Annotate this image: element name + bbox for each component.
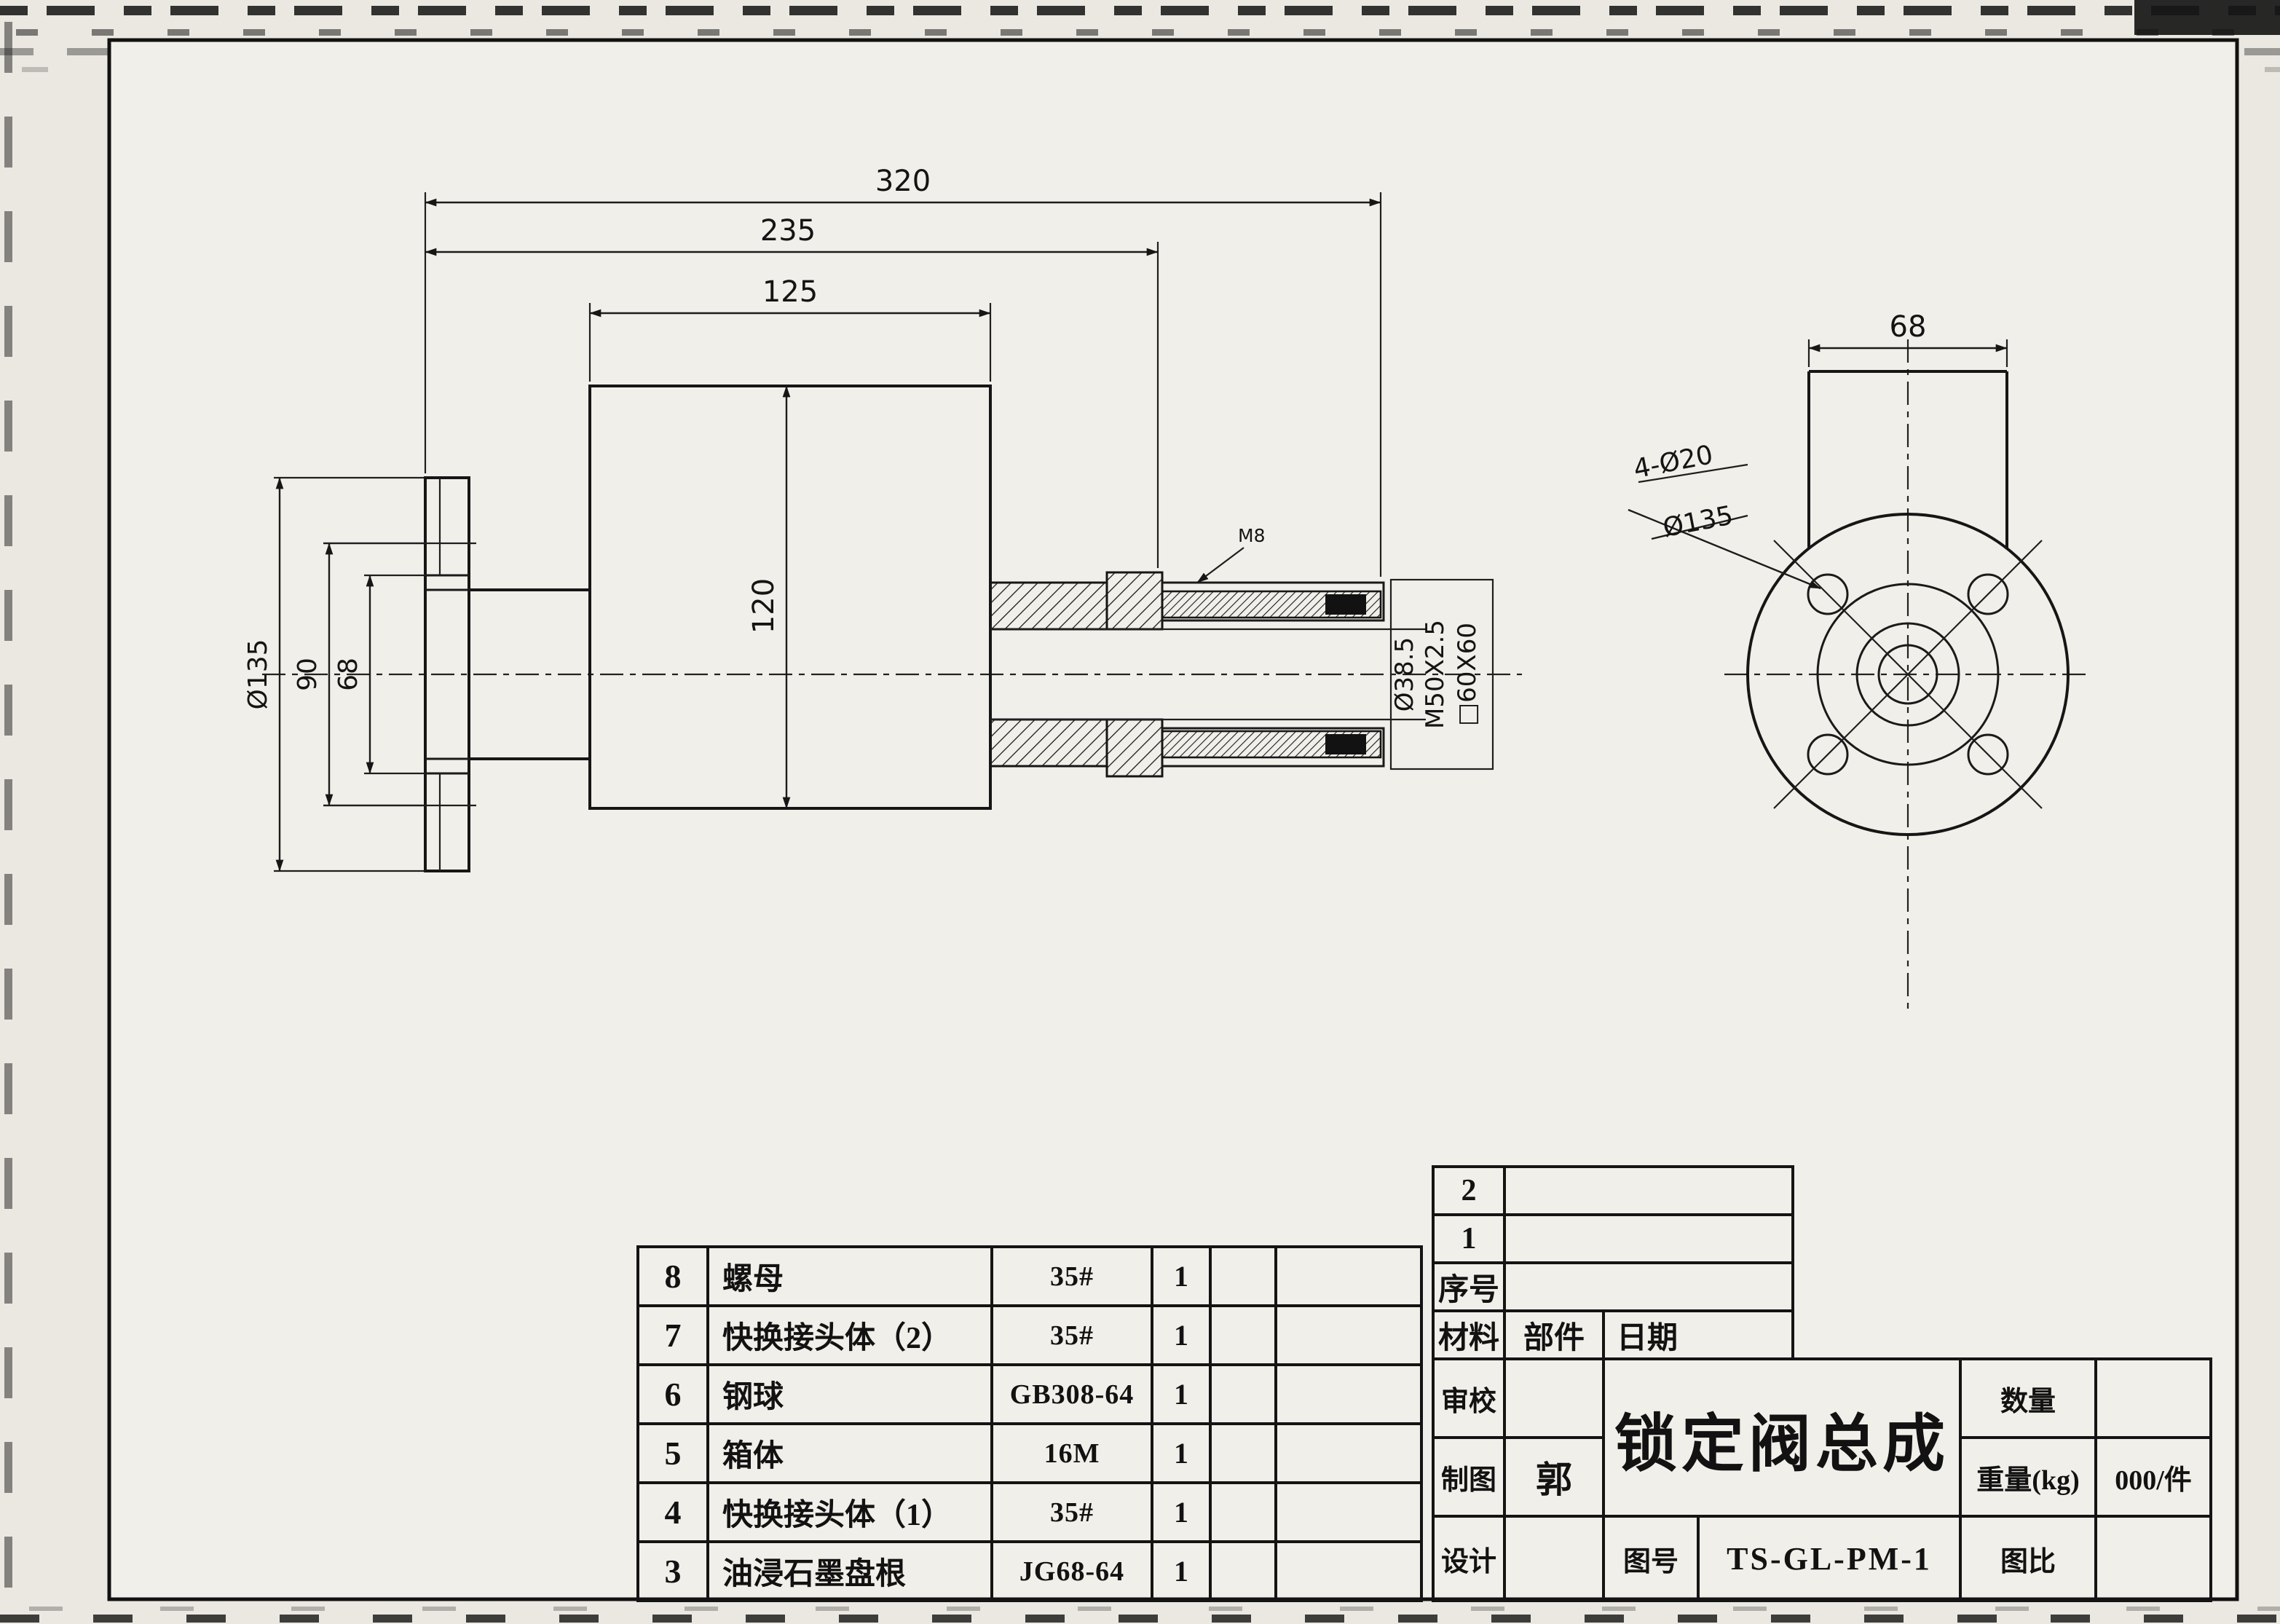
parts-row-4: 4 快换接头体（1） 35# 1 bbox=[636, 1481, 1423, 1543]
seq-row-2: 2 bbox=[1432, 1165, 1794, 1216]
dim-bolt-circle: 90 bbox=[293, 658, 323, 691]
dim-m8-label: M8 bbox=[1238, 525, 1265, 546]
side-flange bbox=[323, 476, 590, 872]
part-spec: GB308-64 bbox=[990, 1363, 1153, 1425]
design-value bbox=[1503, 1515, 1605, 1602]
dim-thread-spec: M50X2.5 bbox=[1421, 620, 1450, 729]
dim-bore-diameter: Ø38.5 bbox=[1390, 637, 1419, 712]
part-no: 4 bbox=[636, 1481, 709, 1543]
part-qty: 1 bbox=[1151, 1481, 1212, 1543]
body-height-dimension: 120 bbox=[747, 385, 791, 809]
draft-label: 制图 bbox=[1432, 1436, 1506, 1518]
part-empty-cell bbox=[1274, 1540, 1423, 1602]
dwg-no-label: 图号 bbox=[1602, 1515, 1700, 1602]
part-empty-cell bbox=[1209, 1422, 1277, 1484]
dim-mid-length: 235 bbox=[760, 214, 816, 248]
dim-end-width: 68 bbox=[1890, 310, 1927, 344]
scale-value bbox=[2094, 1515, 2213, 1602]
parts-row-6: 6 钢球 GB308-64 1 bbox=[636, 1363, 1423, 1425]
seq-label: 序号 bbox=[1432, 1261, 1506, 1312]
dim-hub-height: 68 bbox=[334, 658, 363, 691]
qty-value bbox=[2094, 1357, 2213, 1439]
m8-callout: M8 bbox=[1196, 525, 1265, 583]
check-label: 审校 bbox=[1432, 1357, 1506, 1439]
dim-overall-length: 320 bbox=[875, 165, 931, 198]
seq-no: 2 bbox=[1432, 1165, 1506, 1216]
part-name: 钢球 bbox=[706, 1363, 993, 1425]
scale-label: 图比 bbox=[1959, 1515, 2098, 1602]
drawing-title: 锁定阀总成 bbox=[1601, 1357, 1963, 1518]
part-empty-cell bbox=[1274, 1481, 1423, 1543]
part-no: 7 bbox=[636, 1304, 709, 1366]
title-block-main: 审校 锁定阀总成 数量 制图 郭 重量(kg) 000/件 设计 图号 TS-G… bbox=[1432, 1357, 2213, 1602]
part-empty-cell bbox=[1209, 1540, 1277, 1602]
dwg-no-value: TS-GL-PM-1 bbox=[1696, 1515, 1963, 1602]
left-dimensions: Ø135 90 68 bbox=[243, 476, 425, 872]
seq-empty bbox=[1503, 1261, 1794, 1312]
part-empty-cell bbox=[1274, 1363, 1423, 1425]
part-qty: 1 bbox=[1151, 1304, 1212, 1366]
draft-row: 制图 郭 重量(kg) 000/件 bbox=[1432, 1436, 2213, 1518]
seq-row-1: 1 bbox=[1432, 1213, 1794, 1264]
weight-value: 000/件 bbox=[2094, 1436, 2213, 1518]
parts-row-8: 8 螺母 35# 1 bbox=[636, 1245, 1423, 1307]
part-name: 螺母 bbox=[706, 1245, 993, 1307]
part-no: 5 bbox=[636, 1422, 709, 1484]
part-qty: 1 bbox=[1151, 1363, 1212, 1425]
part-name: 油浸石墨盘根 bbox=[706, 1540, 993, 1602]
stem-dim-labels: Ø38.5 M50X2.5 □60X60 bbox=[1384, 578, 1494, 770]
part-empty-cell bbox=[1209, 1245, 1277, 1307]
dim-body-height: 120 bbox=[747, 578, 781, 634]
end-view-width-dimension: 68 bbox=[1807, 310, 2008, 367]
dim-flange-diameter: Ø135 bbox=[243, 639, 273, 709]
part-qty: 1 bbox=[1151, 1422, 1212, 1484]
qty-label: 数量 bbox=[1959, 1357, 2098, 1439]
part-empty-cell bbox=[1209, 1363, 1277, 1425]
weight-label: 重量(kg) bbox=[1959, 1436, 2098, 1518]
part-empty-cell bbox=[1209, 1481, 1277, 1543]
design-label: 设计 bbox=[1432, 1515, 1506, 1602]
draft-value: 郭 bbox=[1503, 1436, 1605, 1518]
part-label: 部件 bbox=[1503, 1309, 1605, 1360]
part-empty-cell bbox=[1274, 1422, 1423, 1484]
part-name: 箱体 bbox=[706, 1422, 993, 1484]
check-value bbox=[1503, 1357, 1605, 1439]
part-no: 6 bbox=[636, 1363, 709, 1425]
part-qty: 1 bbox=[1151, 1540, 1212, 1602]
parts-row-5: 5 箱体 16M 1 bbox=[636, 1422, 1423, 1484]
seq-header-row: 序号 bbox=[1432, 1261, 1794, 1312]
parts-row-3: 3 油浸石墨盘根 JG68-64 1 bbox=[636, 1540, 1423, 1602]
part-name: 快换接头体（1） bbox=[706, 1481, 993, 1543]
seq-empty bbox=[1503, 1213, 1794, 1264]
parts-list-table: 8 螺母 35# 1 7 快换接头体（2） 35# 1 6 钢球 GB308-6… bbox=[636, 1245, 1423, 1602]
part-no: 8 bbox=[636, 1245, 709, 1307]
part-qty: 1 bbox=[1151, 1245, 1212, 1307]
dim-body-width: 125 bbox=[762, 275, 818, 309]
part-spec: 35# bbox=[990, 1245, 1153, 1307]
top-dimensions: 320 235 125 bbox=[424, 165, 1382, 577]
parts-row-7: 7 快换接头体（2） 35# 1 bbox=[636, 1304, 1423, 1366]
part-spec: 16M bbox=[990, 1422, 1153, 1484]
part-spec: JG68-64 bbox=[990, 1540, 1153, 1602]
seq-empty bbox=[1503, 1165, 1794, 1216]
title-block-sequence-rows: 2 1 序号 材料 部件 日期 bbox=[1432, 1165, 1794, 1360]
part-name: 快换接头体（2） bbox=[706, 1304, 993, 1366]
part-spec: 35# bbox=[990, 1481, 1153, 1543]
material-row: 材料 部件 日期 bbox=[1432, 1309, 1794, 1360]
material-label: 材料 bbox=[1432, 1309, 1506, 1360]
date-label: 日期 bbox=[1602, 1309, 1794, 1360]
part-empty-cell bbox=[1274, 1304, 1423, 1366]
seq-no: 1 bbox=[1432, 1213, 1506, 1264]
dim-square-spec: □60X60 bbox=[1453, 623, 1482, 726]
part-empty-cell bbox=[1209, 1304, 1277, 1366]
part-no: 3 bbox=[636, 1540, 709, 1602]
main-view: Ø38.5 M50X2.5 □60X60 M8 320 235 bbox=[243, 165, 1522, 872]
check-row: 审校 锁定阀总成 数量 bbox=[1432, 1357, 2213, 1518]
part-spec: 35# bbox=[990, 1304, 1153, 1366]
part-empty-cell bbox=[1274, 1245, 1423, 1307]
design-row: 设计 图号 TS-GL-PM-1 图比 bbox=[1432, 1515, 2213, 1602]
stem-section bbox=[989, 571, 1385, 778]
